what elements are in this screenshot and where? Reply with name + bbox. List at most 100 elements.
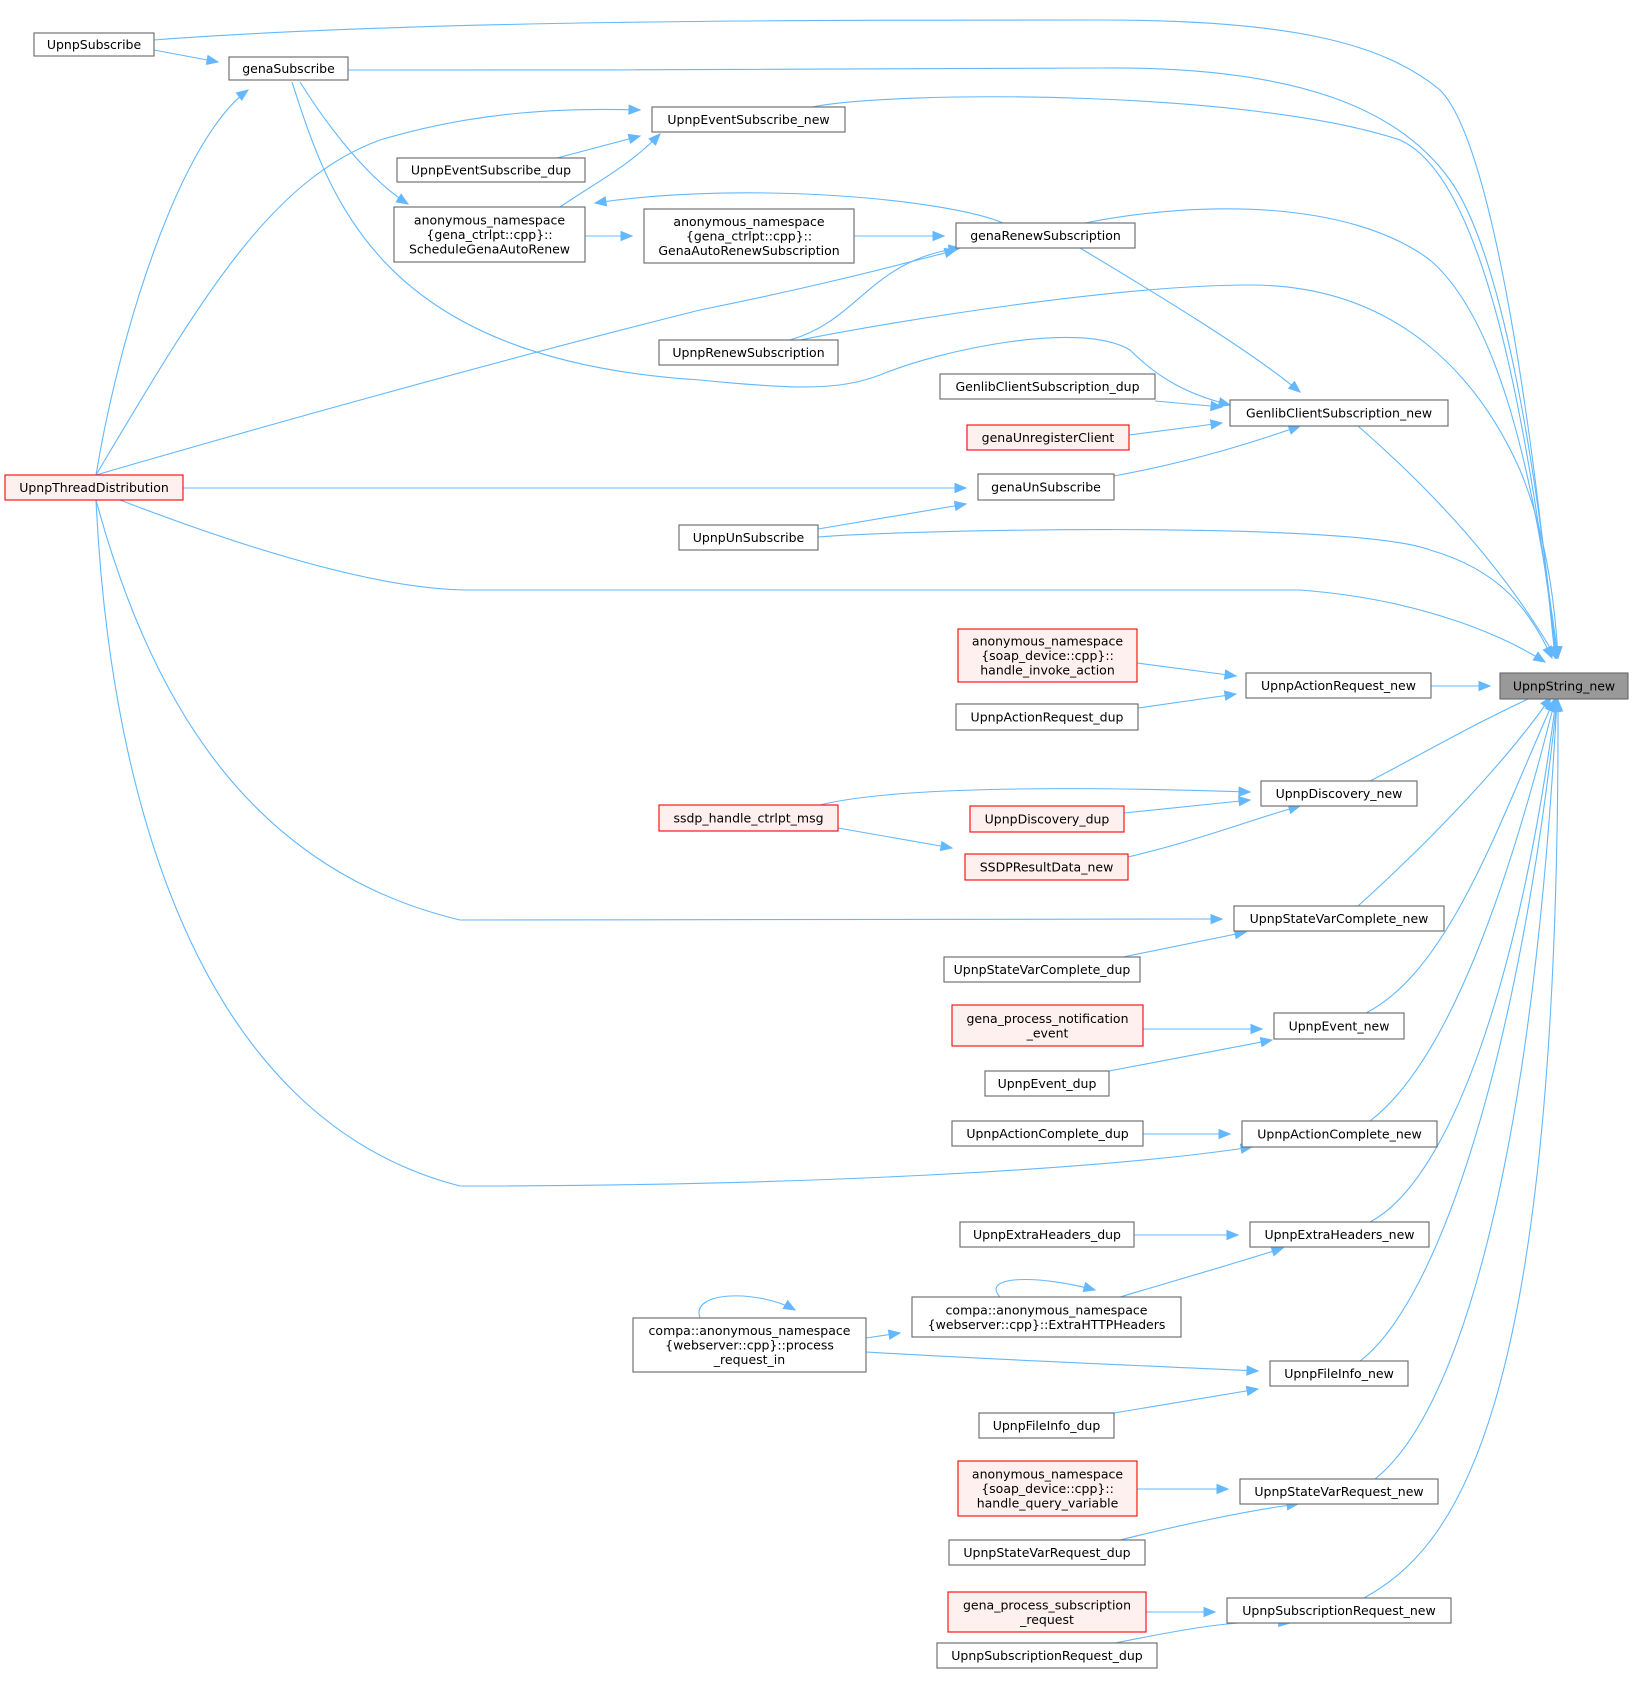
- node-label: {gena_ctrlpt::cpp}::: [686, 229, 812, 244]
- node-gena-auto-renew-subscription[interactable]: anonymous_namespace{gena_ctrlpt::cpp}::G…: [643, 208, 855, 264]
- node-upnp-discovery-new[interactable]: UpnpDiscovery_new: [1260, 780, 1418, 807]
- node-box: [957, 1460, 1138, 1517]
- edge-line: [789, 247, 961, 341]
- node-upnp-event-new[interactable]: UpnpEvent_new: [1273, 1012, 1405, 1040]
- node-handle-invoke-action[interactable]: anonymous_namespace{soap_device::cpp}::h…: [957, 628, 1138, 683]
- node-box: [1241, 1120, 1438, 1148]
- node-box: [1273, 1012, 1405, 1040]
- node-label: handle_invoke_action: [980, 663, 1115, 678]
- node-label: UpnpEvent_new: [1289, 1019, 1390, 1034]
- edge-upnp_event_subscribe_new-to-upnp_string_new: [811, 96, 1561, 660]
- node-upnp-thread-distribution[interactable]: UpnpThreadDistribution: [4, 474, 184, 501]
- node-label: UpnpActionComplete_new: [1257, 1127, 1421, 1142]
- node-box: [939, 373, 1156, 400]
- edge-upnp_action_request_dup-to-upnp_action_request_new: [1137, 690, 1238, 709]
- node-upnp-event-subscribe-dup[interactable]: UpnpEventSubscribe_dup: [396, 157, 586, 183]
- edge-upnp_action_complete_dup-to-upnp_action_complete_new: [1143, 1128, 1232, 1140]
- node-gena-process-subscription-request[interactable]: gena_process_subscription_request: [947, 1591, 1147, 1633]
- node-upnp-action-request-new[interactable]: UpnpActionRequest_new: [1245, 672, 1432, 699]
- node-upnp-state-var-request-dup[interactable]: UpnpStateVarRequest_dup: [948, 1539, 1146, 1566]
- node-schedule-gena-auto-renew[interactable]: anonymous_namespace{gena_ctrlpt::cpp}::S…: [393, 206, 586, 263]
- edge-extra_http_headers-to-upnp_extra_headers_new: [1119, 1246, 1285, 1298]
- edge-upnp_thread_distribution-to-gena_subscribe: [95, 89, 250, 476]
- node-upnp-file-info-dup[interactable]: UpnpFileInfo_dup: [978, 1412, 1115, 1439]
- arrowhead-icon: [205, 54, 220, 66]
- node-process-request-in[interactable]: compa::anonymous_namespace{webserver::cp…: [632, 1317, 867, 1373]
- node-upnp-subscription-request-dup[interactable]: UpnpSubscriptionRequest_dup: [936, 1642, 1158, 1669]
- arrowhead-icon: [953, 500, 968, 512]
- arrowhead-icon: [1226, 1229, 1240, 1241]
- arrowhead-icon: [1210, 913, 1224, 925]
- node-ssdp-result-data-new[interactable]: SSDPResultData_new: [964, 853, 1129, 881]
- node-label: ssdp_handle_ctrlpt_msg: [673, 811, 823, 826]
- node-upnp-event-subscribe-new[interactable]: UpnpEventSubscribe_new: [651, 106, 846, 133]
- edge-line: [811, 96, 1558, 659]
- node-gena-renew-subscription[interactable]: genaRenewSubscription: [955, 222, 1136, 249]
- edge-line: [1363, 699, 1559, 1599]
- node-handle-query-variable[interactable]: anonymous_namespace{soap_device::cpp}::h…: [957, 1460, 1138, 1517]
- node-label: UpnpEvent_dup: [998, 1076, 1097, 1091]
- node-gena-unsubscribe[interactable]: genaUnSubscribe: [977, 473, 1115, 501]
- edge-ssdp_result_data_new-to-upnp_discovery_new: [1127, 804, 1302, 858]
- node-label: {gena_ctrlpt::cpp}::: [426, 227, 552, 242]
- node-label: compa::anonymous_namespace: [946, 1302, 1148, 1317]
- arrowhead-icon: [1552, 698, 1564, 712]
- edge-line: [817, 529, 1553, 659]
- node-ssdp-handle-ctrlpt-msg[interactable]: ssdp_handle_ctrlpt_msg: [658, 804, 839, 832]
- node-gena-unregister-client[interactable]: genaUnregisterClient: [966, 424, 1130, 451]
- arrowhead-icon: [943, 247, 958, 258]
- edge-line: [1108, 1039, 1273, 1072]
- node-label: {soap_device::cpp}::: [981, 1481, 1114, 1496]
- node-box: [964, 853, 1129, 881]
- arrowhead-icon: [939, 840, 954, 852]
- node-upnp-discovery-dup[interactable]: UpnpDiscovery_dup: [969, 805, 1125, 833]
- node-label: GenlibClientSubscription_new: [1246, 406, 1432, 421]
- node-upnp-extra-headers-dup[interactable]: UpnpExtraHeaders_dup: [959, 1221, 1135, 1248]
- edge-line: [556, 135, 641, 159]
- edge-gena_auto_renew_subscription-to-gena_renew_subscription: [854, 230, 946, 242]
- node-label: UpnpUnSubscribe: [693, 530, 805, 545]
- node-gena-subscribe[interactable]: genaSubscribe: [228, 56, 349, 81]
- node-box: [959, 1221, 1135, 1248]
- node-upnp-action-complete-dup[interactable]: UpnpActionComplete_dup: [951, 1120, 1144, 1147]
- node-upnp-state-var-complete-dup[interactable]: UpnpStateVarComplete_dup: [943, 956, 1141, 983]
- edge-line: [1136, 662, 1237, 677]
- node-genlib-client-subscription-new[interactable]: GenlibClientSubscription_new: [1229, 399, 1449, 427]
- edge-line: [698, 1295, 796, 1319]
- node-upnp-action-complete-new[interactable]: UpnpActionComplete_new: [1241, 1120, 1438, 1148]
- node-label: {webserver::cpp}::ExtraHTTPHeaders: [928, 1317, 1166, 1332]
- node-upnp-string-new[interactable]: UpnpString_new: [1499, 672, 1629, 700]
- node-genlib-client-subscription-dup[interactable]: GenlibClientSubscription_dup: [939, 373, 1156, 400]
- node-label: genaRenewSubscription: [970, 228, 1121, 243]
- node-upnp-unsubscribe[interactable]: UpnpUnSubscribe: [678, 524, 819, 551]
- node-box: [957, 628, 1138, 683]
- node-label: handle_query_variable: [977, 1496, 1119, 1511]
- node-label: anonymous_namespace: [972, 634, 1123, 649]
- nodes-layer: UpnpString_new UpnpSubscribe genaSubscribe…: [4, 32, 1629, 1669]
- node-upnp-state-var-request-new[interactable]: UpnpStateVarRequest_new: [1239, 1478, 1439, 1505]
- edge-upnp_thread_distribution-to-gena_renew_subscription: [95, 247, 958, 476]
- edge-line: [1123, 799, 1251, 814]
- node-box: [1260, 780, 1418, 807]
- node-upnp-renew-subscription[interactable]: UpnpRenewSubscription: [658, 339, 839, 366]
- edge-line: [1113, 425, 1301, 477]
- node-extra-http-headers[interactable]: compa::anonymous_namespace{webserver::cp…: [911, 1296, 1182, 1338]
- node-label: _request: [1019, 1612, 1074, 1627]
- node-upnp-subscription-request-new[interactable]: UpnpSubscriptionRequest_new: [1226, 1597, 1452, 1624]
- node-upnp-file-info-new[interactable]: UpnpFileInfo_new: [1269, 1360, 1409, 1387]
- arrowhead-icon: [1287, 424, 1302, 435]
- node-label: SSDPResultData_new: [980, 860, 1114, 875]
- node-upnp-extra-headers-new[interactable]: UpnpExtraHeaders_new: [1249, 1221, 1430, 1248]
- node-upnp-state-var-complete-new[interactable]: UpnpStateVarComplete_new: [1233, 905, 1445, 932]
- edge-line: [1369, 699, 1557, 1223]
- edge-handle_query_variable-to-upnp_state_var_request_new: [1137, 1483, 1230, 1495]
- node-upnp-action-request-dup[interactable]: UpnpActionRequest_dup: [955, 703, 1139, 731]
- node-upnp-subscribe[interactable]: UpnpSubscribe: [33, 32, 155, 57]
- edge-line: [347, 67, 1557, 659]
- arrowhead-icon: [1210, 400, 1224, 412]
- node-label: UpnpEventSubscribe_new: [667, 112, 829, 127]
- node-upnp-event-dup[interactable]: UpnpEvent_dup: [984, 1070, 1110, 1097]
- node-gena-process-notification-event[interactable]: gena_process_notification_event: [951, 1004, 1144, 1047]
- node-label: compa::anonymous_namespace: [649, 1323, 851, 1338]
- edge-line: [1137, 693, 1237, 709]
